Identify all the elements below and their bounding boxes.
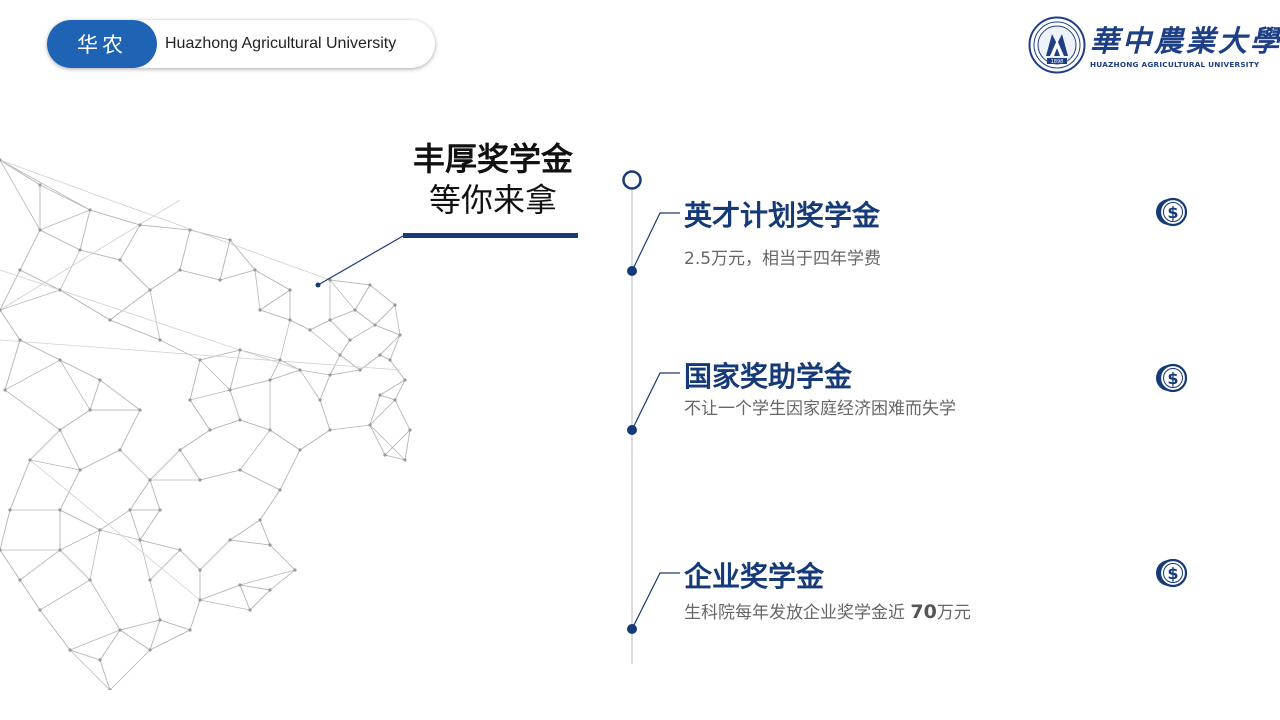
timeline-start-circle [622,170,642,190]
svg-text:$: $ [1167,203,1178,222]
item-desc-suffix: 万元 [936,603,971,623]
item-title-enterprise-scholarship: 企业奖学金 [684,560,825,593]
dollar-coin-icon: $ [1156,197,1188,227]
network-bull-illustration [0,158,412,690]
item-desc-enterprise-scholarship: 生科院每年发放企业奖学金近 70万元 [684,600,971,625]
timeline-connector-2 [631,372,680,431]
header-tag: 华农 [47,20,157,68]
item-desc-prefix: 生科院每年发放企业奖学金近 [684,603,911,623]
item-title-national-aid: 国家奖助学金 [684,360,853,393]
emblem-year: 1898 [1051,59,1064,65]
network-lines [0,159,411,690]
item-desc-talent-scholarship: 2.5万元，相当于四年学费 [684,249,882,269]
svg-text:$: $ [1167,369,1178,388]
dollar-coin-icon: $ [1156,363,1188,393]
timeline-dot-1 [627,266,637,276]
university-emblem-icon: 1898 [1028,16,1086,74]
university-logo: 1898 華中農業大學 HUAZHONG AGRICULTURAL UNIVER… [1026,16,1279,76]
svg-text:$: $ [1167,564,1178,583]
timeline-connector-3 [631,572,680,630]
timeline-dot-3 [627,624,637,634]
headline-line2: 等你来拿 [428,181,557,219]
university-name-en: HUAZHONG AGRICULTURAL UNIVERSITY [1090,60,1260,69]
header-pill: 华农 Huazhong Agricultural University [47,20,435,68]
headline: 丰厚奖学金 等你来拿 [398,138,588,220]
item-desc-amount: 70 [910,601,937,623]
header-university-name: Huazhong Agricultural University [165,35,397,52]
headline-underline [403,233,578,238]
headline-line1: 丰厚奖学金 [412,140,573,178]
dollar-coin-icon: $ [1156,558,1188,588]
timeline-dot-2 [627,425,637,435]
item-desc-national-aid: 不让一个学生因家庭经济困难而失学 [684,399,956,419]
timeline-connector-1 [631,212,680,272]
university-name-cn: 華中農業大學 [1090,24,1280,58]
network-nodes [0,158,412,690]
item-title-talent-scholarship: 英才计划奖学金 [684,199,881,232]
